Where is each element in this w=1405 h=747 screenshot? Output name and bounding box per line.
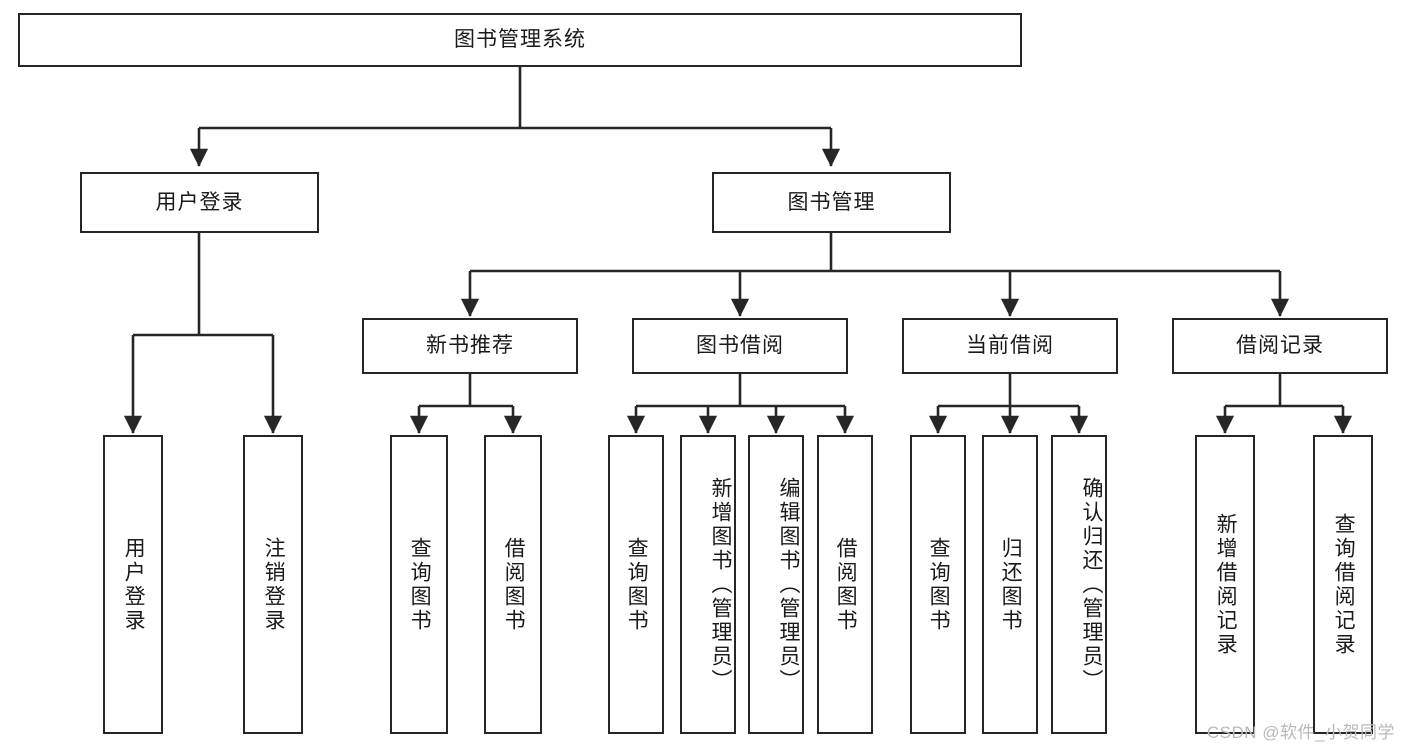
node-book-borrow-label: 图书借阅	[696, 334, 784, 358]
edges-root	[189, 67, 841, 167]
leaf-label: 新增借阅记录	[1214, 512, 1238, 657]
edges-book-manage	[460, 233, 1290, 317]
leaf-new-book-query[interactable]: 查询图书	[390, 435, 448, 734]
edges-new-book	[409, 374, 523, 434]
leaf-new-book-borrow[interactable]: 借阅图书	[484, 435, 542, 734]
node-root[interactable]: 图书管理系统	[18, 13, 1022, 67]
watermark: CSDN @软件_小贺同学	[1206, 723, 1395, 742]
node-book-management[interactable]: 图书管理	[712, 172, 951, 233]
leaf-borrow-record-add[interactable]: 新增借阅记录	[1195, 435, 1255, 734]
node-current-borrow-label: 当前借阅	[966, 334, 1054, 358]
node-new-book-recommend-label: 新书推荐	[426, 334, 514, 358]
leaf-label: 借阅图书	[502, 536, 526, 633]
leaf-label: 确认归还（管理员）	[1080, 476, 1103, 693]
node-borrow-record[interactable]: 借阅记录	[1172, 318, 1388, 374]
leaf-label: 编辑图书（管理员）	[777, 476, 800, 693]
node-book-borrow[interactable]: 图书借阅	[632, 318, 848, 374]
leaf-current-borrow-confirm-return[interactable]: 确认归还（管理员）	[1051, 435, 1107, 734]
node-user-login-label: 用户登录	[155, 190, 244, 214]
leaf-label: 新增图书（管理员）	[709, 476, 732, 693]
leaf-label: 查询借阅记录	[1332, 512, 1356, 657]
node-current-borrow[interactable]: 当前借阅	[902, 318, 1118, 374]
edges-book-borrow	[626, 374, 855, 434]
leaf-current-borrow-query[interactable]: 查询图书	[910, 435, 966, 734]
leaf-label: 归还图书	[999, 536, 1023, 633]
leaf-label: 注销登录	[262, 536, 286, 633]
node-user-login[interactable]: 用户登录	[80, 172, 319, 233]
edges-borrow-record	[1215, 374, 1353, 434]
node-root-label: 图书管理系统	[454, 28, 586, 52]
node-book-management-label: 图书管理	[787, 190, 876, 214]
leaf-label: 用户登录	[122, 536, 146, 633]
leaf-current-borrow-return[interactable]: 归还图书	[982, 435, 1038, 734]
leaf-user-login-signin[interactable]: 用户登录	[103, 435, 163, 734]
leaf-book-borrow-add[interactable]: 新增图书（管理员）	[680, 435, 736, 734]
leaf-label: 查询图书	[408, 536, 432, 633]
leaf-user-login-signout[interactable]: 注销登录	[243, 435, 303, 734]
leaf-book-borrow-lend[interactable]: 借阅图书	[817, 435, 873, 734]
leaf-label: 借阅图书	[834, 536, 858, 633]
leaf-borrow-record-query[interactable]: 查询借阅记录	[1313, 435, 1373, 734]
leaf-label: 查询图书	[625, 536, 649, 633]
edges-user-login	[123, 233, 283, 434]
leaf-label: 查询图书	[927, 536, 951, 633]
leaf-book-borrow-edit[interactable]: 编辑图书（管理员）	[748, 435, 804, 734]
leaf-book-borrow-query[interactable]: 查询图书	[608, 435, 664, 734]
node-new-book-recommend[interactable]: 新书推荐	[362, 318, 578, 374]
edges-current-borrow	[928, 374, 1089, 434]
node-borrow-record-label: 借阅记录	[1236, 334, 1324, 358]
